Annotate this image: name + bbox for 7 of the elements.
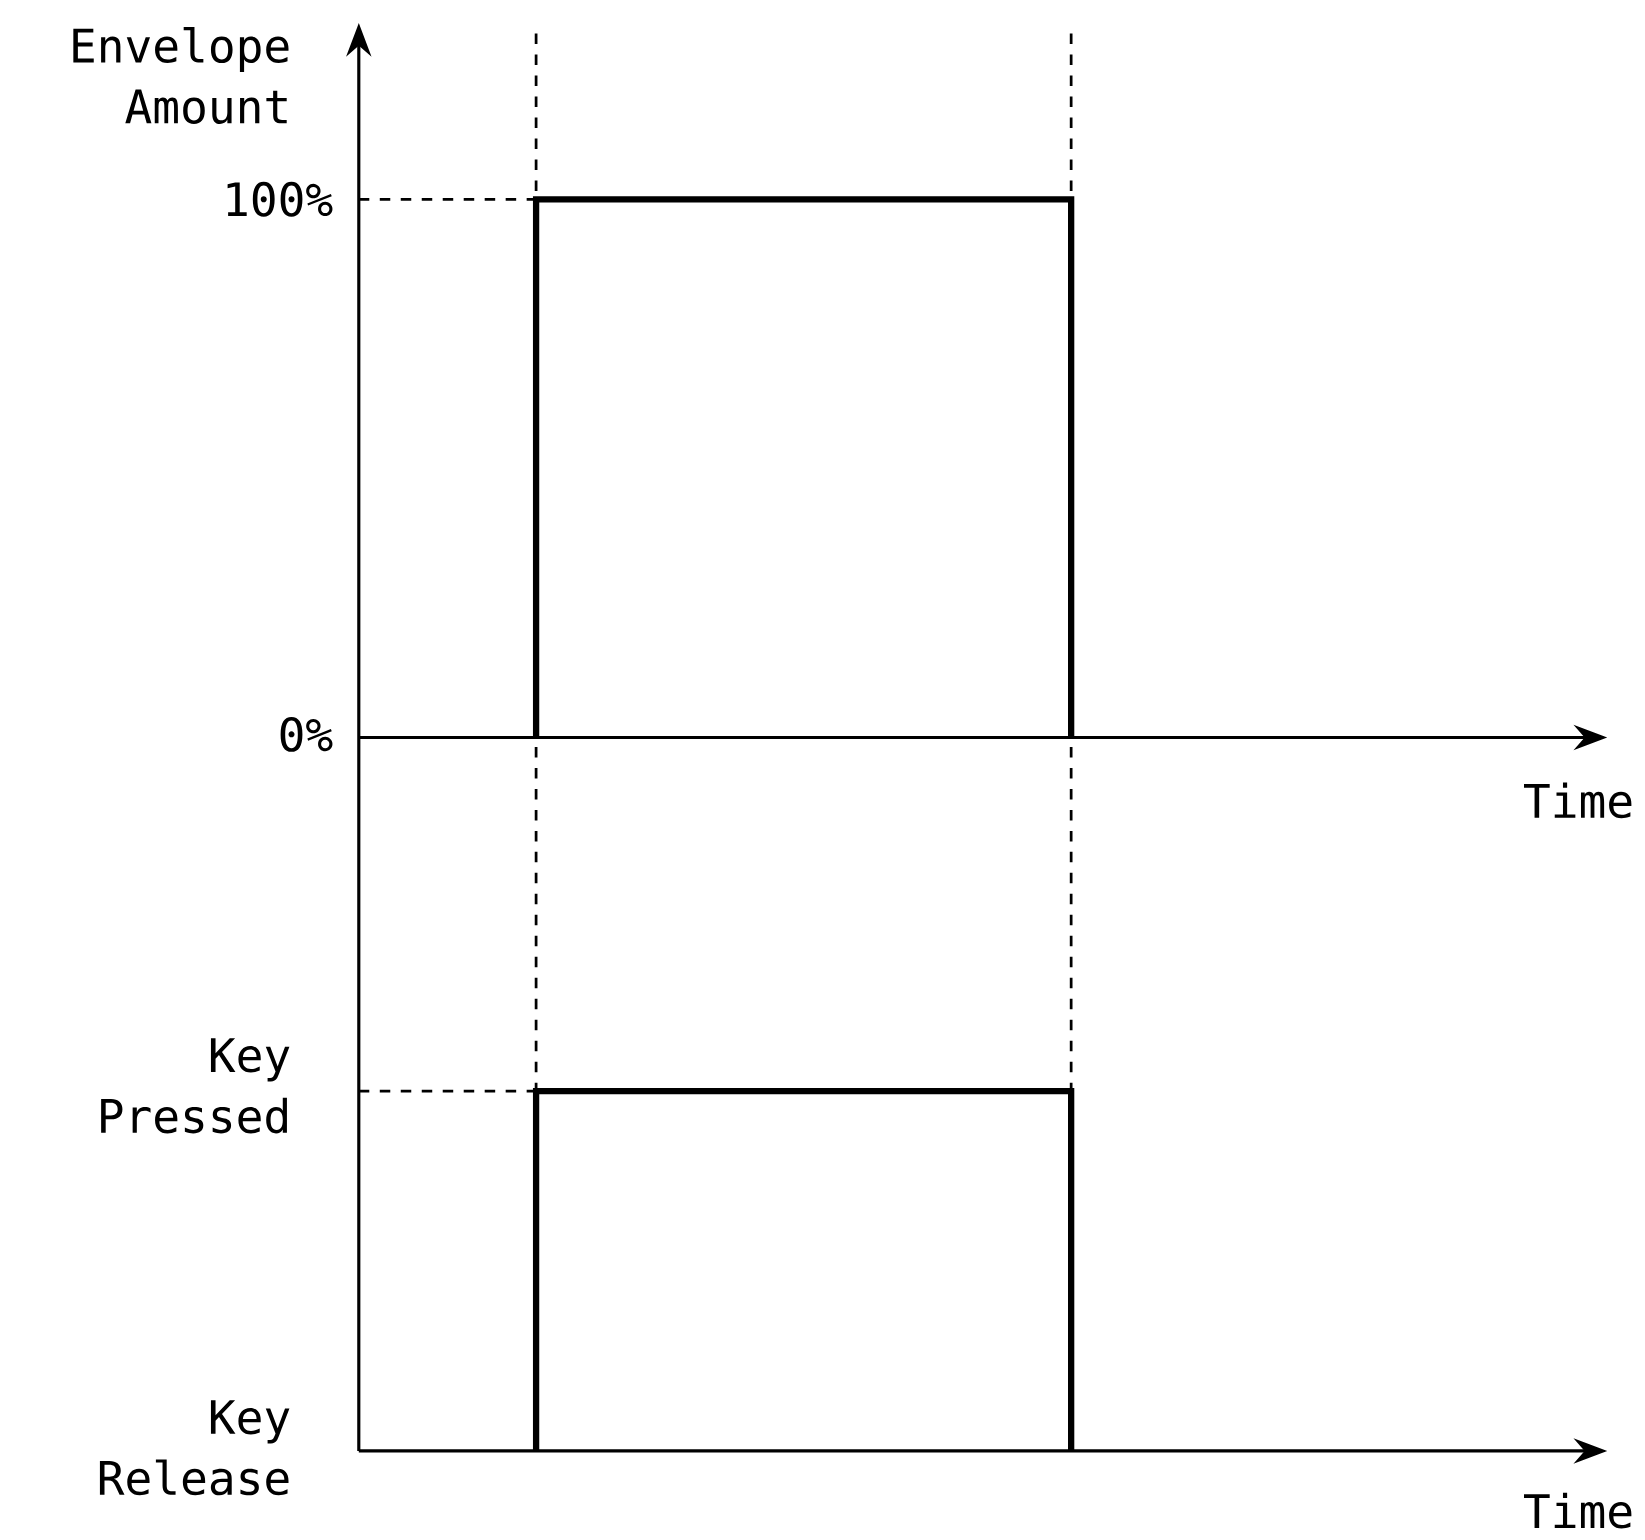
tick-label: 0% (280, 716, 333, 752)
axis-label: Time (1524, 782, 1632, 819)
tick-label: 100% (227, 181, 333, 217)
axis-label: Envelope Amount (73, 27, 289, 124)
axis-label: Time (1524, 1492, 1632, 1529)
axis-label: Key Pressed (101, 1038, 290, 1134)
axis-label: Key Release (99, 1400, 290, 1496)
